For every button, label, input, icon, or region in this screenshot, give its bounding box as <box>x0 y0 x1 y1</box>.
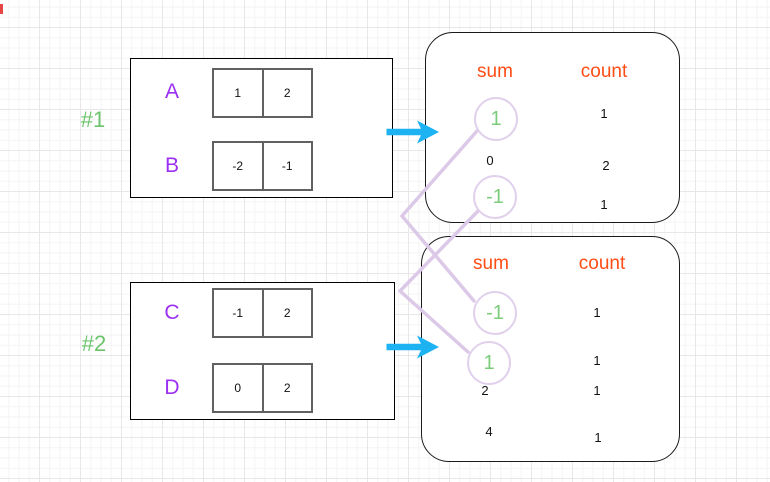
sum-value: -1 <box>486 185 504 208</box>
array-c-label: C <box>164 301 180 324</box>
array-a-label: A <box>164 80 179 103</box>
array-cell: 1 <box>234 86 242 100</box>
sum-value: 1 <box>483 351 495 374</box>
array-cell: 2 <box>261 365 312 411</box>
count-value: 1 <box>600 197 608 212</box>
sum-value: 0 <box>486 153 494 168</box>
canvas-edge-mark <box>0 4 3 14</box>
array-b-cells: -2 -1 <box>212 141 313 191</box>
count-value: 1 <box>593 305 601 320</box>
count-value: 2 <box>602 158 610 173</box>
array-cell: 2 <box>261 290 312 336</box>
count-value: 1 <box>594 430 602 445</box>
array-cell: 0 <box>234 381 242 395</box>
count-header-1: count <box>580 61 628 82</box>
count-value: 1 <box>600 106 608 121</box>
array-b-label: B <box>164 154 179 177</box>
example-1-label: #1 <box>80 107 106 132</box>
sum-value: 1 <box>490 107 502 130</box>
highlight-circle-sum: -1 <box>473 175 517 219</box>
highlight-circle-sum: 1 <box>474 97 518 141</box>
example-2-hashmap-panel <box>421 236 680 462</box>
array-cell: 2 <box>261 70 312 116</box>
sum-header-1: sum <box>477 61 513 82</box>
array-a-cells: 1 2 <box>212 68 313 118</box>
sum-header-2: sum <box>473 253 509 274</box>
array-d-cells: 0 2 <box>212 363 313 413</box>
count-value: 1 <box>593 353 601 368</box>
example-2-label: #2 <box>81 331 107 356</box>
example-1-hashmap-panel <box>425 32 680 223</box>
array-cell: -2 <box>232 159 244 173</box>
highlight-circle-sum: -1 <box>473 291 517 335</box>
array-d-label: D <box>164 376 180 399</box>
highlight-circle-sum: 1 <box>467 341 511 385</box>
count-header-2: count <box>578 253 626 274</box>
array-c-cells: -1 2 <box>212 288 313 338</box>
sum-value: 4 <box>485 424 493 439</box>
count-value: 1 <box>593 383 601 398</box>
sum-value: -1 <box>486 301 504 324</box>
array-cell: -1 <box>261 143 312 189</box>
sum-value: 2 <box>481 383 489 398</box>
array-cell: -1 <box>232 306 244 320</box>
